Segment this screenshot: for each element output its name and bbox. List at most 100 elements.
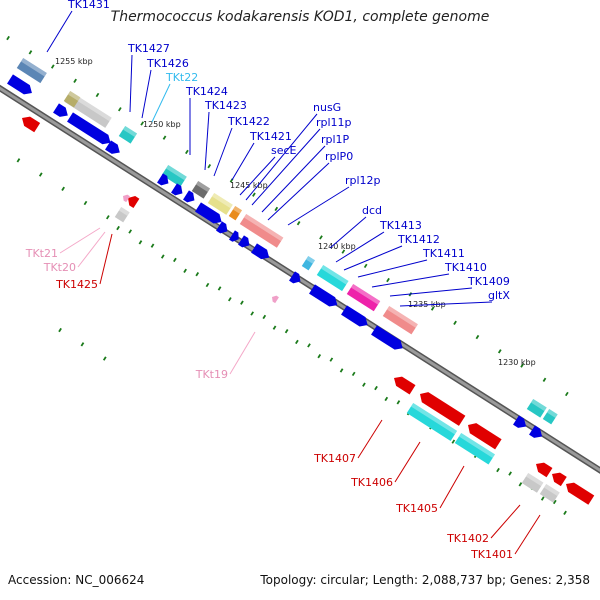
gene-block-tk1406 [468, 423, 502, 450]
gene-block-tk1411 [382, 305, 418, 335]
gene-label-leader [204, 111, 210, 171]
scale-tick [140, 121, 145, 126]
gene-label: TK1405 [395, 502, 438, 515]
gene-label-group: TKt22 [151, 71, 198, 123]
gene-block-tkt22 [118, 125, 138, 144]
gene-label-group: TK1401 [470, 514, 541, 561]
map-title: Thermococcus kodakarensis KOD1, complete… [110, 9, 490, 25]
scale-tick [118, 107, 122, 112]
gene-label-leader [239, 156, 276, 196]
gene-label-group: TK1431 [46, 0, 110, 53]
gene-label: TK1423 [204, 99, 247, 112]
scale-tick [205, 282, 210, 288]
gene-block-tkt21 [123, 194, 130, 203]
gene-label-group: gltX [399, 289, 510, 307]
forward-gene-arrow [371, 325, 403, 350]
scale-tick [496, 467, 500, 473]
gene-label-group: TK1407 [313, 419, 383, 465]
gene-label: TKt20 [43, 261, 76, 274]
scale-label-kbp: 1230 kbp [498, 358, 536, 367]
gene-label-group: TK1426 [141, 57, 189, 119]
gene-block-dcd [301, 255, 315, 271]
gene-label-leader [343, 245, 403, 271]
scale-tick [128, 229, 133, 234]
gene-block-tk1412 [346, 283, 381, 312]
gene-label-leader [261, 145, 326, 213]
scale-tick [563, 510, 567, 515]
forward-gene-arrow [171, 183, 183, 196]
gene-label: TK1422 [227, 115, 270, 128]
gene-label-leader [267, 162, 330, 221]
scale-label-kbp: 1255 kbp [55, 57, 93, 66]
forward-gene-arrow [105, 140, 120, 154]
gene-label-leader [46, 10, 73, 53]
scale-label-kbp: 1250 kbp [143, 120, 181, 129]
scale-tick [317, 354, 322, 359]
gene-label-leader [490, 504, 521, 539]
gene-block-tk1431 [16, 57, 47, 84]
scale-tick [362, 382, 366, 387]
scale-tick [217, 286, 222, 291]
scale-tick [58, 327, 62, 333]
forward-gene-arrow [7, 74, 32, 95]
gene-label: TKt22 [165, 71, 198, 84]
scale-tick [102, 356, 107, 361]
gene-label-leader [213, 127, 233, 177]
scale-tick [520, 363, 524, 368]
gene-block-tk1405 [406, 402, 458, 441]
scale-tick [116, 225, 120, 231]
scale-tick [339, 368, 344, 373]
forward-gene-arrow [157, 173, 169, 186]
scale-tick [6, 35, 10, 41]
scale-tick [552, 499, 557, 505]
scale-tick [61, 186, 65, 191]
forward-gene-arrow [513, 415, 527, 428]
scale-tick [396, 400, 401, 405]
scale-tick [106, 215, 110, 220]
gene-label-leader [329, 216, 367, 249]
gene-label-group: TK1410 [371, 261, 487, 288]
scale-tick [351, 371, 356, 377]
scale-tick [262, 314, 267, 320]
scale-tick [518, 482, 523, 487]
forward-gene-arrow [229, 230, 239, 242]
gene-label-group: nusG [245, 101, 341, 201]
gene-label: TK1413 [379, 219, 422, 232]
gene-label: rpl1P [321, 133, 350, 146]
scale-tick [451, 439, 456, 444]
scale-tick [73, 78, 77, 83]
gene-label-group: TKt21 [25, 227, 101, 260]
gene-block-tk1421 [228, 205, 242, 221]
scale-tick [160, 254, 165, 259]
gene-label-group: TK1405 [395, 465, 465, 515]
gene-block-tk1403 [542, 408, 558, 425]
forward-gene-arrow [238, 235, 250, 248]
forward-gene-arrow [251, 243, 270, 260]
scale-tick [150, 243, 155, 248]
scale-tick [138, 240, 143, 245]
gene-block-tk1423 [191, 180, 211, 199]
gene-block-tk1401 [539, 483, 560, 503]
scale-tick [183, 268, 187, 273]
genome-backbone [0, 84, 600, 474]
scale-tick [542, 377, 547, 382]
gene-label: TKt19 [195, 368, 228, 381]
gene-label: nusG [313, 101, 341, 114]
scale-tick [497, 349, 502, 354]
gene-label-leader [229, 331, 256, 375]
forward-gene-arrow [53, 103, 68, 117]
gene-label-leader [371, 273, 450, 288]
gene-block-tk1407 [420, 392, 466, 426]
gene-block-tk1424 [161, 164, 187, 187]
scale-tick [250, 311, 255, 316]
forward-gene-arrow [289, 271, 301, 284]
gene-label: TK1425 [55, 278, 98, 291]
gene-label: dcd [362, 204, 382, 217]
scale-label-kbp: 1240 kbp [318, 242, 356, 251]
forward-gene-arrow [529, 425, 543, 438]
gene-label-leader [99, 233, 113, 285]
scale-tick [228, 297, 232, 302]
gene-label-group: TK1412 [343, 233, 440, 271]
scale-tick [374, 385, 378, 391]
forward-gene-arrow [195, 202, 222, 224]
